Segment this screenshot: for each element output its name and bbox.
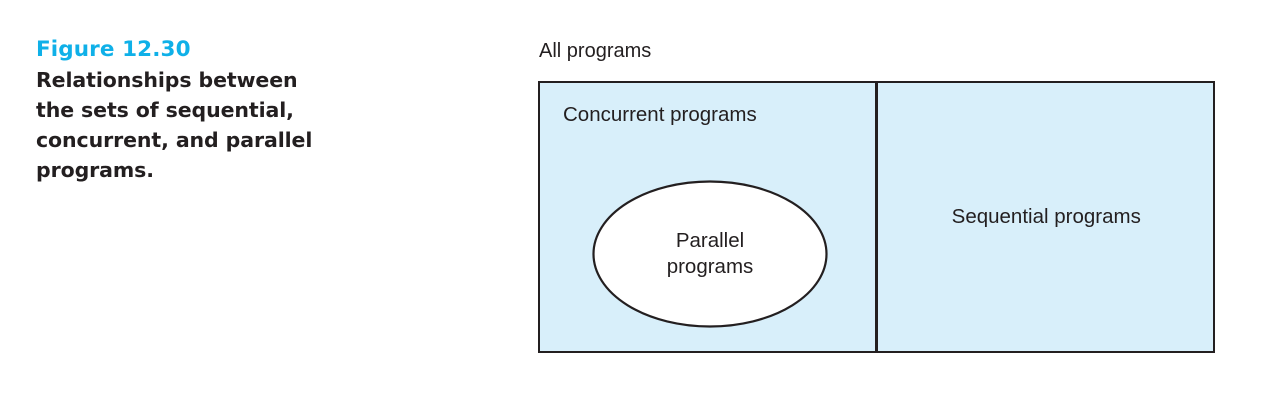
parallel-programs-set: Parallel programs	[592, 180, 828, 328]
caption-line-2: the sets of sequential,	[36, 98, 294, 122]
figure-caption-text: Relationships between the sets of sequen…	[36, 65, 476, 185]
sequential-programs-label: Sequential programs	[951, 205, 1141, 228]
figure-number: Figure 12.30	[36, 37, 191, 62]
figure-caption-block: Figure 12.30 Relationships between the s…	[36, 36, 476, 185]
set-relationship-diagram: All programs Concurrent programs Sequent…	[538, 38, 1228, 368]
caption-line-1: Relationships between	[36, 68, 298, 92]
caption-line-3: concurrent, and parallel	[36, 128, 313, 152]
parallel-label-line-2: programs	[666, 255, 754, 278]
ellipse-shape	[592, 180, 828, 328]
concurrent-programs-label: Concurrent programs	[563, 103, 757, 126]
concurrent-sequential-divider	[875, 81, 878, 353]
all-programs-label: All programs	[539, 40, 652, 62]
parallel-label-line-1: Parallel	[675, 229, 745, 252]
caption-line-4: programs.	[36, 158, 154, 182]
parallel-programs-label: Parallel programs	[592, 180, 828, 328]
